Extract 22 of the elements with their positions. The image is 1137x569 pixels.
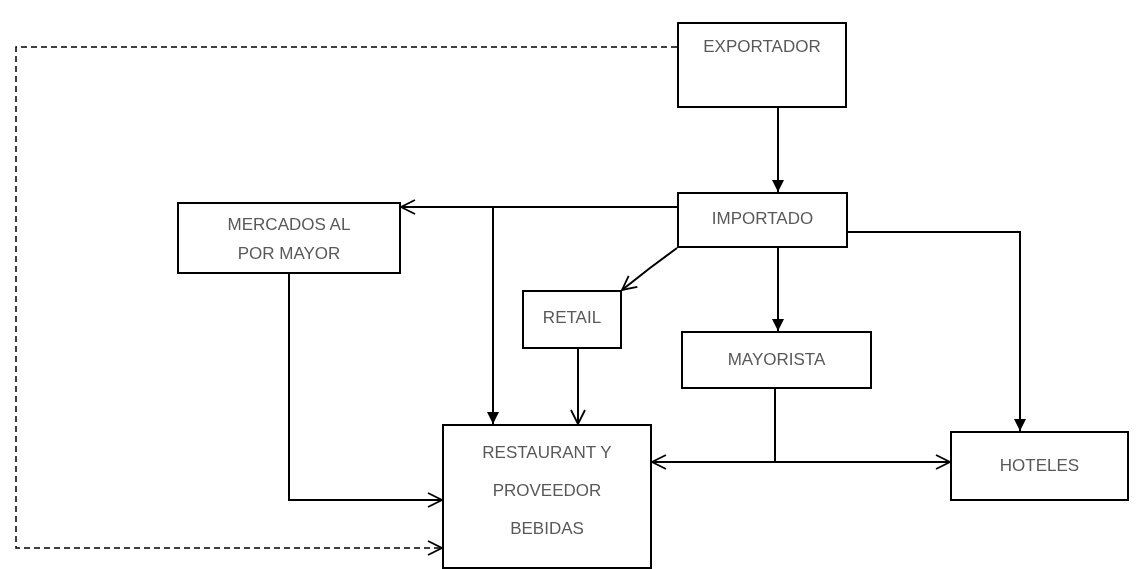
arrow [288, 273, 443, 508]
process-box [681, 331, 872, 389]
process-box [442, 424, 652, 569]
process-box [677, 192, 848, 248]
arrow [15, 46, 678, 556]
arrow [570, 348, 586, 425]
arrow [772, 247, 784, 332]
process-box [677, 22, 847, 108]
process-box [522, 290, 622, 349]
arrow [772, 107, 784, 193]
box-label: RESTAURANT Y PROVEEDOR BEBIDAS [481, 442, 613, 540]
arrow [621, 247, 678, 291]
box-label: MERCADOS AL POR MAYOR [226, 214, 352, 265]
box-label: HOTELES [998, 455, 1081, 477]
arrow [847, 231, 1026, 432]
process-box [950, 431, 1129, 501]
box-label: IMPORTADO [710, 208, 815, 230]
box-label: EXPORTADOR [702, 36, 822, 58]
box-label: MAYORISTA [726, 349, 827, 371]
process-box [177, 202, 401, 274]
arrow [774, 388, 951, 470]
box-label: RETAIL [541, 307, 603, 329]
